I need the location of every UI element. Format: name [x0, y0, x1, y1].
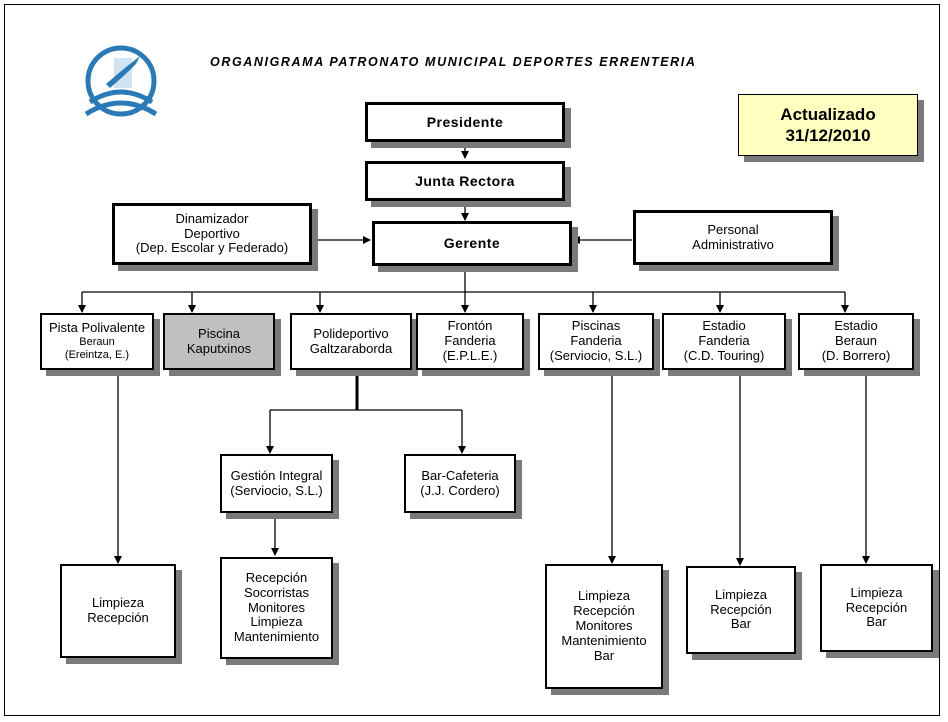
chart-title: ORGANIGRAMA PATRONATO MUNICIPAL DEPORTES… — [210, 55, 697, 69]
unit-estadio-ber-line1: Estadio — [834, 318, 878, 334]
staff-estadio-fan-line2: Recepción — [710, 601, 772, 617]
staff-piscinas-line4: Mantenimiento — [561, 632, 647, 648]
sub-gestion-line1: Gestión Integral — [230, 467, 323, 483]
page-frame — [4, 4, 940, 716]
unit-estadio-fan-line1: Estadio — [702, 318, 746, 334]
personal-line2: Administrativo — [692, 236, 774, 252]
staff-piscinas-line1: Limpieza — [577, 588, 631, 604]
staff-gestion: Recepción Socorristas Monitores Limpieza… — [220, 557, 333, 659]
gerente-node: Gerente — [372, 221, 572, 266]
unit-pista-line1: Pista Polivalente — [48, 320, 146, 336]
dinamizador-line3: (Dep. Escolar y Federado) — [135, 240, 289, 256]
staff-estadio-ber-line3: Bar — [866, 614, 887, 630]
gerente-label: Gerente — [443, 235, 501, 252]
staff-piscinas-line5: Bar — [593, 647, 615, 663]
updated-badge: Actualizado 31/12/2010 — [738, 94, 918, 156]
staff-piscinas: Limpieza Recepción Monitores Mantenimien… — [545, 564, 663, 689]
staff-gestion-line2: Socorristas — [243, 584, 310, 600]
unit-polideportivo: Polideportivo Galtzaraborda — [290, 313, 412, 370]
staff-estadio-fan-line3: Bar — [730, 616, 752, 632]
sub-gestion-line2: (Serviocio, S.L.) — [230, 482, 323, 498]
staff-estadio-beraun: Limpieza Recepción Bar — [820, 564, 933, 652]
unit-piscinas-fanderia: Piscinas Fanderia (Serviocio, S.L.) — [538, 313, 654, 370]
personal-administrativo-node: Personal Administrativo — [633, 210, 833, 265]
sub-bar-line1: Bar-Cafeteria — [421, 467, 499, 483]
unit-estadio-fanderia: Estadio Fanderia (C.D. Touring) — [662, 313, 786, 370]
unit-piscina-kap-line1: Piscina — [198, 325, 240, 341]
staff-pista-line2: Recepción — [87, 610, 149, 625]
staff-gestion-line1: Recepción — [245, 569, 308, 585]
staff-estadio-fan-line1: Limpieza — [714, 586, 768, 602]
presidente-node: Presidente — [365, 102, 565, 142]
updated-label: Actualizado — [780, 104, 876, 124]
unit-estadio-ber-line3: (D. Borrero) — [821, 347, 891, 363]
staff-gestion-line5: Mantenimiento — [233, 629, 320, 645]
unit-estadio-fan-line3: (C.D. Touring) — [683, 347, 765, 363]
staff-pista: Limpieza Recepción — [60, 564, 176, 658]
dinamizador-line2: Deportivo — [184, 225, 240, 241]
unit-piscina-kap-line2: Kaputxinos — [186, 340, 252, 356]
unit-pista-polivalente: Pista Polivalente Beraun (Ereintza, E.) — [40, 313, 154, 370]
unit-polideportivo-line1: Polideportivo — [313, 325, 389, 341]
dinamizador-line1: Dinamizador — [175, 210, 249, 226]
unit-pista-line3: (Ereintza, E.) — [64, 348, 130, 361]
unit-fronton-fanderia: Frontón Fanderia (E.P.L.E.) — [416, 313, 524, 370]
unit-piscina-kaputxinos: Piscina Kaputxinos — [163, 313, 275, 370]
unit-piscinas-line3: (Serviocio, S.L.) — [549, 347, 643, 363]
staff-piscinas-line2: Recepción — [573, 603, 635, 619]
unit-polideportivo-line2: Galtzaraborda — [309, 340, 393, 356]
unit-estadio-ber-line2: Beraun — [835, 333, 877, 349]
unit-estadio-beraun: Estadio Beraun (D. Borrero) — [798, 313, 914, 370]
staff-estadio-ber-line1: Limpieza — [850, 584, 903, 600]
dinamizador-node: Dinamizador Deportivo (Dep. Escolar y Fe… — [112, 203, 312, 265]
unit-estadio-fan-line2: Fanderia — [698, 333, 750, 349]
sub-bar-cafeteria: Bar-Cafeteria (J.J. Cordero) — [404, 454, 516, 513]
junta-rectora-node: Junta Rectora — [365, 161, 565, 201]
personal-line1: Personal — [707, 221, 759, 237]
sub-bar-line2: (J.J. Cordero) — [420, 482, 500, 498]
unit-fronton-line3: (E.P.L.E.) — [442, 347, 498, 363]
junta-rectora-label: Junta Rectora — [415, 172, 515, 189]
presidente-label: Presidente — [426, 113, 504, 130]
staff-estadio-fanderia: Limpieza Recepción Bar — [686, 566, 796, 654]
unit-piscinas-line1: Piscinas — [571, 318, 621, 334]
staff-gestion-line3: Monitores — [247, 599, 306, 615]
sub-gestion-integral: Gestión Integral (Serviocio, S.L.) — [220, 454, 333, 513]
staff-gestion-line4: Limpieza — [250, 614, 303, 630]
staff-piscinas-line3: Monitores — [575, 618, 633, 634]
unit-piscinas-line2: Fanderia — [570, 333, 622, 349]
staff-estadio-ber-line2: Recepción — [845, 599, 908, 615]
unit-fronton-line1: Frontón — [447, 318, 493, 334]
updated-date: 31/12/2010 — [785, 126, 871, 145]
unit-fronton-line2: Fanderia — [444, 333, 496, 349]
unit-pista-line2: Beraun — [79, 336, 115, 349]
staff-pista-line1: Limpieza — [91, 595, 145, 611]
municipal-sports-logo-icon — [84, 45, 158, 117]
